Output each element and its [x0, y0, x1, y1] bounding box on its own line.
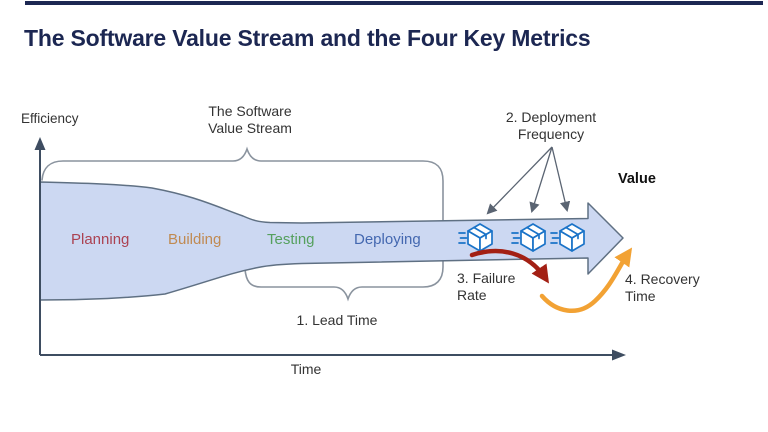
time-axis [40, 349, 626, 361]
stage-label-testing: Testing [267, 231, 315, 248]
stage-label-planning: Planning [71, 231, 130, 248]
failure-rate-line2: Rate [457, 287, 487, 304]
value-label: Value [618, 171, 656, 187]
recovery-time-line1: 4. Recovery [625, 271, 700, 287]
deployment-frequency-label: 2. Deployment Frequency [491, 109, 611, 143]
efficiency-axis-label: Efficiency [21, 111, 79, 126]
recovery-time-label: 4. Recovery Time [625, 271, 700, 305]
time-axis-label: Time [290, 361, 322, 377]
lead-time-label: 1. Lead Time [296, 312, 378, 328]
value-stream-funnel [39, 181, 624, 301]
page-title: The Software Value Stream and the Four K… [24, 25, 591, 51]
recovery-time-arrow [539, 247, 633, 314]
deployment-frequency-line2: Frequency [517, 126, 585, 143]
failure-rate-label: 3. Failure Rate [457, 270, 515, 304]
top-accent-bar [25, 1, 763, 5]
value-stream-label: The Software Value Stream [190, 103, 310, 137]
stage-label-building: Building [168, 231, 222, 248]
failure-rate-line1: 3. Failure [457, 270, 516, 286]
stage-label-deploying: Deploying [354, 231, 421, 248]
efficiency-axis [34, 137, 46, 355]
value-stream-label-line1: The Software [208, 103, 292, 119]
failure-rate-arrow [469, 248, 549, 284]
value-stream-label-line2: Value Stream [208, 120, 292, 137]
recovery-time-line2: Time [625, 288, 656, 305]
deployment-frequency-arrows [486, 146, 571, 215]
deployment-frequency-line1: 2. Deployment [505, 109, 597, 125]
